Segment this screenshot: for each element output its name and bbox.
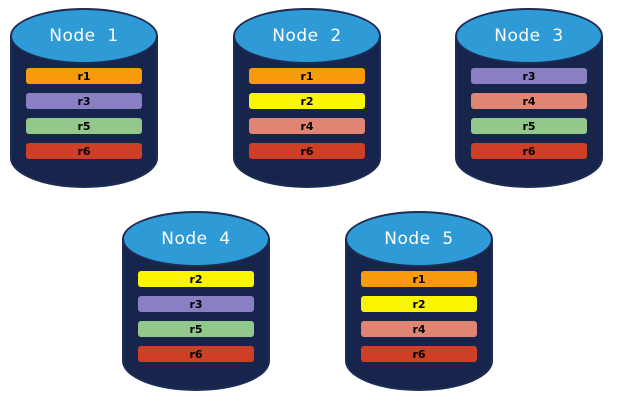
replica-bar: r6 [138,346,254,362]
node-label: Node 1 [49,26,119,46]
node-label: Node 4 [161,229,231,249]
database-node-cylinder: Node 5 r1 r2 r4 r6 [345,211,493,391]
cylinder-top-ellipse [10,8,158,64]
database-node-cylinder: Node 1 r1 r3 r5 r6 [10,8,158,188]
replica-bar: r6 [361,346,477,362]
replica-list: r1 r3 r5 r6 [10,68,158,168]
replica-bar: r2 [249,93,365,109]
replica-bar: r3 [26,93,142,109]
replica-bar: r4 [249,118,365,134]
replica-bar: r3 [471,68,587,84]
replica-bar: r1 [26,68,142,84]
replica-bar: r3 [138,296,254,312]
node-label: Node 5 [384,229,454,249]
replica-list: r3 r4 r5 r6 [455,68,603,168]
replica-bar: r4 [361,321,477,337]
database-node-cylinder: Node 3 r3 r4 r5 r6 [455,8,603,188]
node-label: Node 2 [272,26,342,46]
replica-bar: r6 [471,143,587,159]
replica-bar: r5 [26,118,142,134]
replica-list: r1 r2 r4 r6 [345,271,493,371]
replica-bar: r1 [249,68,365,84]
replica-bar: r5 [471,118,587,134]
cylinder-body [455,36,603,188]
replica-bar: r4 [471,93,587,109]
cylinder-top-ellipse [233,8,381,64]
cylinder-top-ellipse [455,8,603,64]
replica-bar: r2 [138,271,254,287]
replica-bar: r2 [361,296,477,312]
database-node-cylinder: Node 4 r2 r3 r5 r6 [122,211,270,391]
cylinder-top-ellipse [345,211,493,267]
replica-list: r2 r3 r5 r6 [122,271,270,371]
replica-bar: r6 [249,143,365,159]
replica-list: r1 r2 r4 r6 [233,68,381,168]
replica-bar: r5 [138,321,254,337]
replica-bar: r1 [361,271,477,287]
database-node-cylinder: Node 2 r1 r2 r4 r6 [233,8,381,188]
replica-bar: r6 [26,143,142,159]
cylinder-top-ellipse [122,211,270,267]
node-label: Node 3 [494,26,564,46]
